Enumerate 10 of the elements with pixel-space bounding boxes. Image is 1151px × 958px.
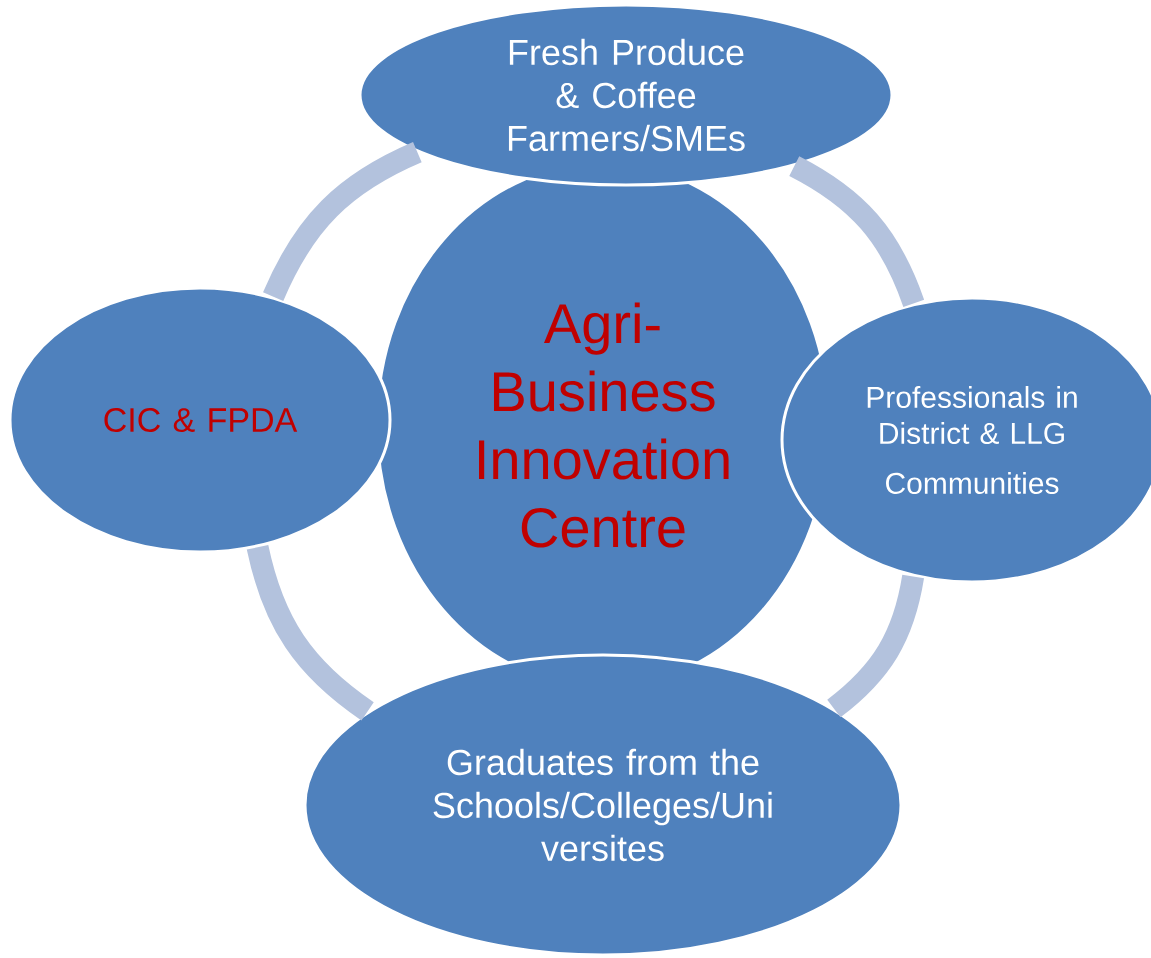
ellipse-node: Fresh Produce & Coffee Farmers/SMEs bbox=[358, 3, 894, 187]
node-label: Communities bbox=[886, 471, 1059, 495]
ellipse-node: Graduates from the Schools/Colleges/Uni versites bbox=[303, 653, 903, 957]
ring-connector bbox=[263, 142, 422, 302]
node-label: Professionals in District & LLG bbox=[867, 385, 1077, 445]
ring-connector bbox=[827, 574, 924, 718]
ring-connector bbox=[246, 544, 374, 721]
ellipse-node: CIC & FPDA bbox=[8, 286, 392, 554]
ring-connector bbox=[789, 156, 925, 308]
ellipse-node: Professionals in District & LLG Communities bbox=[780, 296, 1151, 584]
